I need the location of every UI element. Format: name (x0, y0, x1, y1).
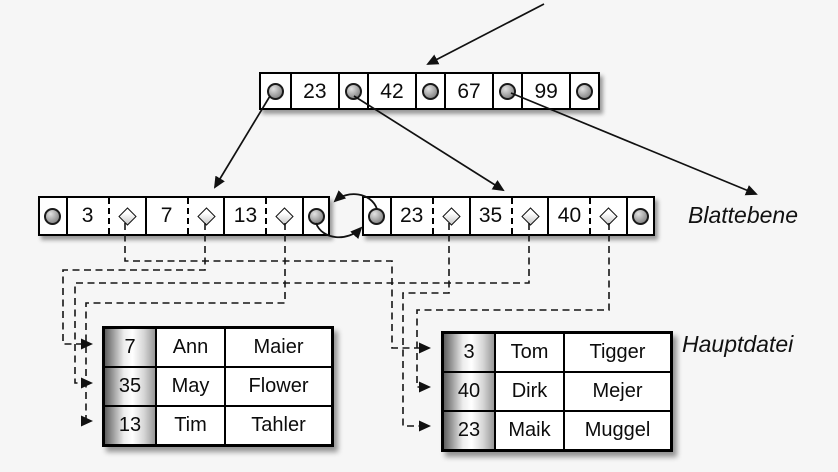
leaf-key-cell: 40 (547, 198, 626, 234)
pointer-circle-icon (266, 82, 284, 100)
leaf-level-label: Blattebene (688, 202, 798, 228)
root-key-cell: 67 (443, 74, 492, 108)
root-key-cell: 23 (289, 74, 338, 108)
key-cell: 35 (105, 368, 155, 405)
pointer-circle-icon (632, 207, 650, 225)
last-name-cell: Tigger (563, 334, 670, 371)
leaf-pointer-slot (364, 198, 390, 234)
leaf-key: 35 (478, 204, 503, 227)
leaf-node-right: 23 35 40 (362, 196, 655, 236)
table-row: 35 May Flower (105, 366, 331, 405)
first-name-cell: May (155, 368, 224, 405)
record-pointer-slot (431, 198, 469, 234)
root-pointer-slot (261, 74, 290, 108)
table-row: 40 Dirk Mejer (444, 371, 670, 410)
pointer-circle-icon (499, 82, 517, 100)
pointer-circle-icon (368, 207, 386, 225)
key-cell: 7 (105, 329, 155, 366)
record-pointer-slot (510, 198, 548, 234)
table-row: 3 Tom Tigger (444, 334, 670, 371)
record-pointer-slot (265, 198, 302, 234)
root-pointer-slot (569, 74, 598, 108)
first-name-cell: Dirk (494, 373, 563, 410)
leaf-node-left: 3 7 13 (38, 196, 330, 236)
leaf-key: 3 (81, 204, 94, 227)
last-name-cell: Maier (224, 329, 331, 366)
leaf-pointer-slot (40, 198, 66, 234)
last-name-cell: Tahler (224, 407, 331, 444)
root-pointer-slot (492, 74, 521, 108)
pointer-circle-icon (344, 82, 362, 100)
pointer-circle-icon (307, 207, 325, 225)
record-pointer-diamond-icon (441, 206, 461, 226)
root-pointer-slot (338, 74, 367, 108)
record-pointer-diamond-icon (275, 206, 295, 226)
record-pointer-diamond-icon (520, 206, 540, 226)
first-name-cell: Ann (155, 329, 224, 366)
first-name-cell: Maik (494, 412, 563, 449)
leaf-key: 7 (160, 204, 173, 227)
entry-arrow-to-root (426, 3, 545, 65)
leaf-key: 13 (233, 204, 258, 227)
record-pointer-slot (107, 198, 145, 234)
pointer-circle-icon (44, 207, 62, 225)
leaf-key-cell: 23 (389, 198, 469, 234)
key-cell: 40 (444, 373, 494, 410)
root-key-cell: 42 (366, 74, 415, 108)
main-file-label: Hauptdatei (682, 331, 794, 357)
record-pointer-diamond-icon (196, 206, 216, 226)
main-file-table-left: 7 Ann Maier 35 May Flower 13 Tim Tahler (102, 326, 334, 447)
last-name-cell: Mejer (563, 373, 670, 410)
root-pointer-slot (415, 74, 444, 108)
leaf-key: 23 (399, 204, 424, 227)
record-pointer-diamond-icon (117, 206, 137, 226)
first-name-cell: Tom (494, 334, 563, 371)
pointer-circle-icon (576, 82, 594, 100)
key-cell: 23 (444, 412, 494, 449)
root-to-right-leaf-arrow (353, 95, 505, 192)
main-file-table-right: 3 Tom Tigger 40 Dirk Mejer 23 Maik Mugge… (441, 331, 673, 452)
table-row: 23 Maik Muggel (444, 410, 670, 449)
leaf-key-cell: 7 (144, 198, 224, 234)
key-cell: 3 (444, 334, 494, 371)
root-key-cell: 99 (520, 74, 569, 108)
leaf-pointer-slot (302, 198, 328, 234)
first-name-cell: Tim (155, 407, 224, 444)
leaf-key: 40 (557, 204, 582, 227)
pointer-circle-icon (421, 82, 439, 100)
leaf-key-cell: 3 (65, 198, 145, 234)
last-name-cell: Flower (224, 368, 331, 405)
record-pointer-diamond-icon (599, 206, 619, 226)
record-pointer-slot (186, 198, 224, 234)
table-row: 13 Tim Tahler (105, 405, 331, 444)
leaf-key-cell: 13 (223, 198, 302, 234)
record-pointer-slot (589, 198, 626, 234)
table-row: 7 Ann Maier (105, 329, 331, 366)
leaf-key-cell: 35 (468, 198, 548, 234)
leaf-pointer-slot (626, 198, 653, 234)
root-node: 23 42 67 99 (259, 72, 600, 110)
last-name-cell: Muggel (563, 412, 670, 449)
key-cell: 13 (105, 407, 155, 444)
